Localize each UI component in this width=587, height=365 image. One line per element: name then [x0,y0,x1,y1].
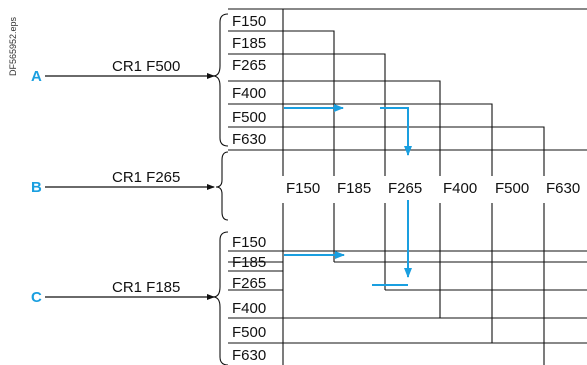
input-c-label: CR1 F185 [112,279,180,296]
top-row-label: F150 [232,13,266,30]
bottom-row-label: F630 [232,347,266,364]
column-label: F500 [495,180,529,197]
top-row-label: F185 [232,35,266,52]
column-label: F185 [337,180,371,197]
input-a: A CR1 F500 [31,58,215,85]
column-label: F265 [388,180,422,197]
bottom-row-label: F150 [232,234,266,251]
top-row-label: F500 [232,109,266,126]
column-header: F150 F185 F265 F400 F500 F630 [286,180,580,197]
top-brace [212,13,229,147]
input-c: C CR1 F185 [31,279,215,306]
blue-arrow-down [380,107,412,156]
middle-brace [215,151,229,221]
marker-b: B [31,179,42,196]
bottom-brace [212,231,229,365]
bottom-table: F150 F185 F265 F400 F500 F630 [228,203,587,365]
bottom-row-label: F265 [232,275,266,292]
bottom-row-label: F400 [232,300,266,317]
marker-c: C [31,289,42,306]
figure-code: DF565952.eps [8,16,18,76]
column-label: F150 [286,180,320,197]
column-label: F630 [546,180,580,197]
input-a-label: CR1 F500 [112,58,180,75]
bottom-row-label: F185 [232,254,266,271]
top-table: F150 F185 F265 F400 F500 F630 [228,8,587,176]
input-b-label: CR1 F265 [112,169,180,186]
reading-path [284,104,412,286]
marker-a: A [31,68,42,85]
top-row-label: F400 [232,85,266,102]
bottom-row-label: F500 [232,324,266,341]
column-label: F400 [443,180,477,197]
input-b: B CR1 F265 [31,169,215,196]
top-row-label: F630 [232,131,266,148]
top-row-label: F265 [232,57,266,74]
